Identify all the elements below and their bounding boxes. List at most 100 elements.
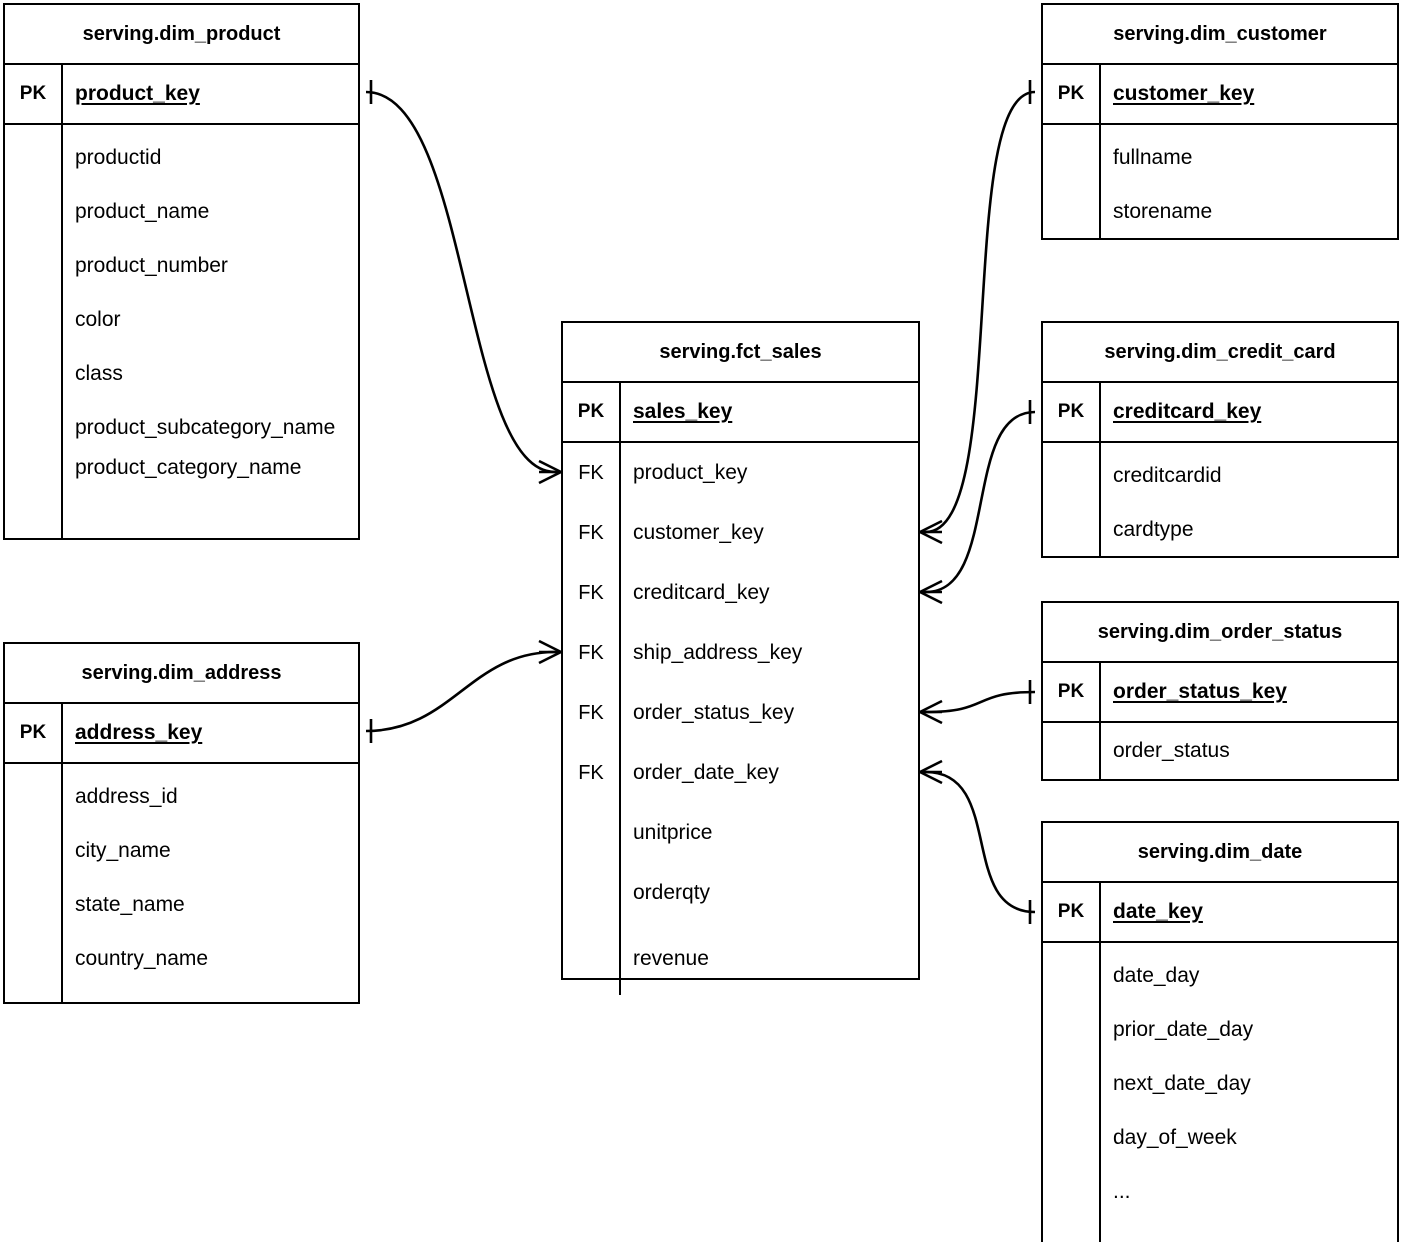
crowfoot-sales-customer	[919, 519, 943, 545]
attribute: orderqty	[633, 881, 711, 904]
key-gutter	[563, 923, 621, 995]
pk-field-name: creditcard_key	[1113, 400, 1262, 423]
key-gutter	[1043, 125, 1101, 238]
fk-field-name: product_key	[633, 461, 748, 484]
primary-key-row: PK sales_key	[563, 383, 918, 443]
attribute: prior_date_day	[1113, 1018, 1254, 1041]
primary-key-row: PK product_key	[5, 65, 358, 125]
key-gutter	[1043, 943, 1101, 1242]
measure-row: unitprice	[563, 803, 918, 863]
attribute: productid	[75, 146, 162, 169]
attribute: next_date_day	[1113, 1072, 1251, 1095]
foreign-key-row: FK creditcard_key	[563, 563, 918, 623]
entity-title: serving.dim_credit_card	[1043, 323, 1397, 383]
entity-title: serving.dim_date	[1043, 823, 1397, 883]
pk-badge: PK	[1043, 883, 1101, 941]
pk-field-name: order_status_key	[1113, 680, 1287, 703]
primary-key-row: PK customer_key	[1043, 65, 1397, 125]
attribute-block: address_id city_name state_name country_…	[5, 764, 358, 1002]
entity-dim-date[interactable]: serving.dim_date PK date_key date_day pr…	[1041, 821, 1399, 1242]
entity-dim-product[interactable]: serving.dim_product PK product_key produ…	[3, 3, 360, 540]
crowfoot-sales-product	[538, 459, 562, 485]
attribute: cardtype	[1113, 518, 1194, 541]
fk-badge: FK	[563, 683, 621, 743]
attribute-list: productid product_name product_number co…	[63, 125, 358, 538]
attribute: class	[75, 362, 123, 385]
attribute: storename	[1113, 200, 1213, 223]
primary-key-row: PK date_key	[1043, 883, 1397, 943]
foreign-key-row: FK customer_key	[563, 503, 918, 563]
entity-title: serving.dim_address	[5, 644, 358, 704]
entity-dim-customer[interactable]: serving.dim_customer PK customer_key ful…	[1041, 3, 1399, 240]
fk-field-name: ship_address_key	[633, 641, 803, 664]
link-sales-to-creditcard	[925, 410, 1036, 594]
pk-field-name: customer_key	[1113, 82, 1255, 105]
foreign-key-row: FK product_key	[563, 443, 918, 503]
pk-badge: PK	[5, 65, 63, 123]
fk-badge: FK	[563, 743, 621, 803]
key-gutter	[563, 863, 621, 923]
pk-badge: PK	[1043, 663, 1101, 721]
primary-key-row: PK address_key	[5, 704, 358, 764]
attribute: revenue	[633, 947, 709, 970]
pk-field-name: address_key	[75, 721, 203, 744]
key-gutter	[1043, 443, 1101, 556]
attribute-list: date_day prior_date_day next_date_day da…	[1101, 943, 1397, 1242]
attribute: city_name	[75, 839, 171, 862]
link-sales-to-orderstatus	[925, 690, 1036, 714]
entity-dim-order-status[interactable]: serving.dim_order_status PK order_status…	[1041, 601, 1399, 781]
attribute: product_number	[75, 254, 228, 277]
fk-badge: FK	[563, 623, 621, 683]
attribute: product_category_name	[75, 456, 302, 479]
attribute: product_name	[75, 200, 210, 223]
attribute: unitprice	[633, 821, 713, 844]
attribute-list: creditcardid cardtype	[1101, 443, 1397, 556]
link-product-to-sales	[365, 90, 556, 474]
pk-badge: PK	[1043, 383, 1101, 441]
crowfoot-sales-orderstatus	[919, 699, 943, 725]
attribute-list: address_id city_name state_name country_…	[63, 764, 358, 1002]
pk-field-name: sales_key	[633, 400, 733, 423]
fk-badge: FK	[563, 503, 621, 563]
attribute: address_id	[75, 785, 178, 808]
attribute: creditcardid	[1113, 464, 1222, 487]
attribute-block: fullname storename	[1043, 125, 1397, 238]
attribute: product_subcategory_name	[75, 416, 336, 439]
attribute-list: fullname storename	[1101, 125, 1397, 238]
pk-badge: PK	[1043, 65, 1101, 123]
foreign-key-row: FK order_date_key	[563, 743, 918, 803]
pk-field-name: product_key	[75, 82, 200, 105]
pk-badge: PK	[563, 383, 621, 441]
attribute: date_day	[1113, 964, 1200, 987]
attribute: fullname	[1113, 146, 1193, 169]
crowfoot-sales-address	[538, 639, 562, 665]
attribute: order_status	[1113, 739, 1230, 762]
pk-badge: PK	[5, 704, 63, 762]
entity-title: serving.fct_sales	[563, 323, 918, 383]
entity-fct-sales[interactable]: serving.fct_sales PK sales_key FK produc…	[561, 321, 920, 995]
foreign-key-row: FK order_status_key	[563, 683, 918, 743]
crowfoot-sales-date	[919, 759, 943, 785]
measure-row: orderqty	[563, 863, 918, 923]
fk-field-name: order_date_key	[633, 761, 779, 784]
entity-dim-credit-card[interactable]: serving.dim_credit_card PK creditcard_ke…	[1041, 321, 1399, 558]
attribute-block: date_day prior_date_day next_date_day da…	[1043, 943, 1397, 1242]
entity-title: serving.dim_order_status	[1043, 603, 1397, 663]
key-gutter	[1043, 723, 1101, 779]
attribute: country_name	[75, 947, 209, 970]
attribute-block: productid product_name product_number co…	[5, 125, 358, 538]
link-sales-to-customer	[925, 90, 1036, 534]
pk-field-name: date_key	[1113, 900, 1203, 923]
entity-title: serving.dim_product	[5, 5, 358, 65]
measure-row: revenue	[563, 923, 918, 995]
foreign-key-row: FK ship_address_key	[563, 623, 918, 683]
attribute: day_of_week	[1113, 1126, 1237, 1149]
attribute-row: order_status	[1043, 723, 1397, 779]
key-gutter	[5, 125, 63, 538]
entity-dim-address[interactable]: serving.dim_address PK address_key addre…	[3, 642, 360, 1004]
fk-field-name: customer_key	[633, 521, 764, 544]
primary-key-row: PK creditcard_key	[1043, 383, 1397, 443]
link-sales-to-date	[925, 770, 1036, 914]
key-gutter	[563, 803, 621, 863]
fk-badge: FK	[563, 563, 621, 623]
